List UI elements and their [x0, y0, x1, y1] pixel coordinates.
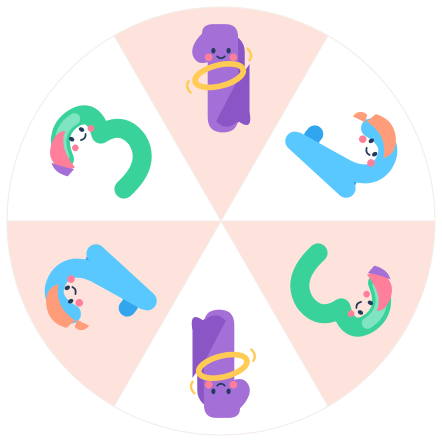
wheel-rim: [6, 6, 436, 436]
